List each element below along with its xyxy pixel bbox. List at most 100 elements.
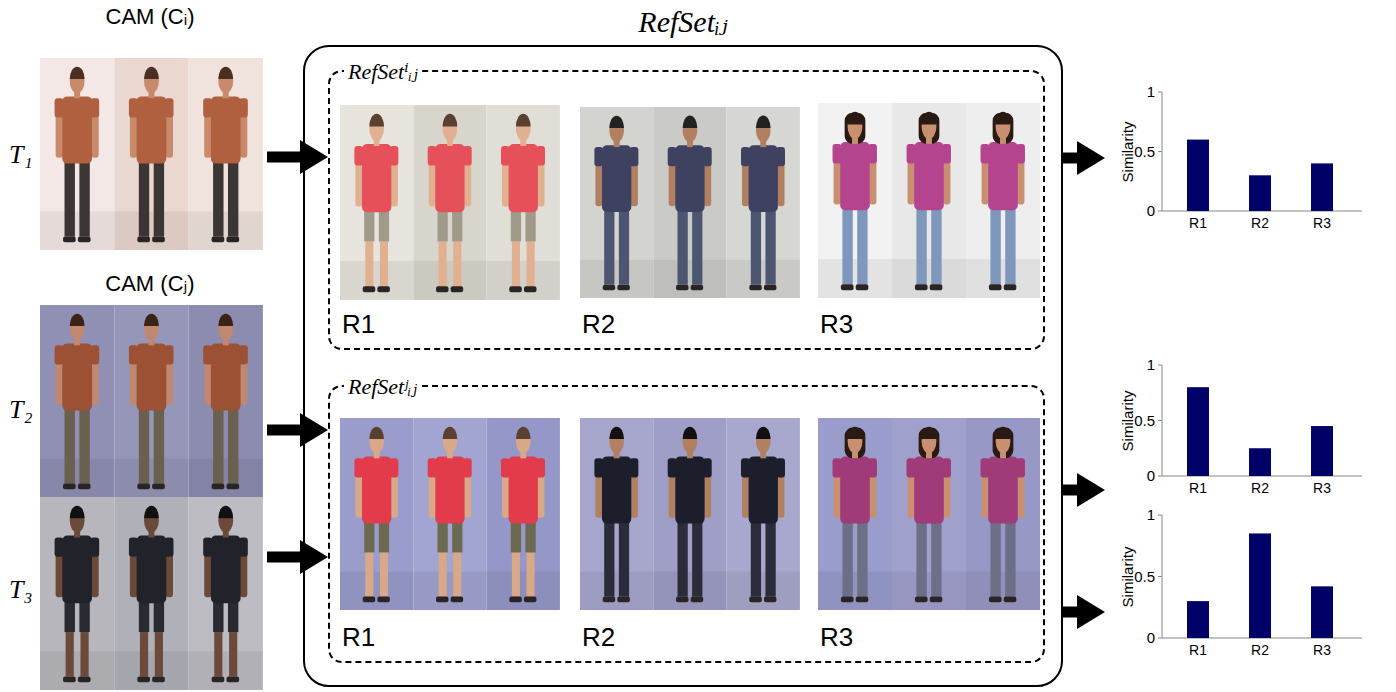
leg (155, 632, 163, 676)
bar (1311, 163, 1333, 211)
shoe (930, 284, 943, 290)
hair (609, 116, 624, 128)
photo-floor (727, 572, 800, 610)
hair (218, 506, 233, 519)
shoe (363, 286, 375, 292)
shoe (451, 286, 463, 292)
axis-label: 0.5 (1134, 143, 1155, 160)
axis-label: R1 (1189, 480, 1207, 496)
shoe (764, 597, 776, 603)
hair (218, 314, 233, 326)
hair (756, 116, 771, 128)
shoe (436, 597, 448, 603)
trousers (379, 520, 389, 553)
trousers (139, 160, 149, 237)
hair (996, 427, 1011, 439)
bar-chart (1158, 365, 1362, 476)
leg (439, 242, 447, 287)
shirt (602, 145, 631, 212)
photo-frame (966, 418, 1040, 610)
shoe (691, 285, 703, 291)
y-tick (1158, 420, 1162, 421)
trousers (139, 599, 149, 632)
pedestrian-photo (40, 58, 114, 250)
hair (516, 427, 531, 439)
hair (922, 427, 937, 439)
photo-frame (189, 305, 263, 497)
hair (609, 427, 624, 439)
block-arrow (267, 425, 308, 436)
sleeve (668, 147, 677, 166)
shoe (436, 286, 448, 292)
pedestrian-photo (653, 107, 726, 298)
photo-floor (413, 572, 486, 610)
leg (380, 242, 388, 287)
pedestrian-photo (40, 497, 114, 690)
photo-floor (580, 572, 653, 610)
photo-frame (413, 105, 486, 300)
photo-strip (580, 418, 800, 610)
pedestrian-photo (966, 103, 1040, 298)
node-label: RefSetʲᵢⱼ (344, 374, 421, 399)
shirt (137, 343, 167, 410)
leg (80, 632, 88, 676)
axis-label: R3 (1313, 480, 1331, 496)
camera-track: T₁ (5, 55, 267, 252)
axis-label: 1 (1147, 356, 1155, 373)
axis-label: R1 (1189, 642, 1207, 658)
sleeve (741, 458, 750, 477)
y-tick (1158, 515, 1162, 516)
block-arrow (1063, 607, 1085, 618)
photo-frame (892, 418, 966, 610)
shirt (435, 456, 464, 523)
trousers (213, 160, 223, 237)
similarity-chart: Similarity10.50R1R2R3 (1105, 355, 1390, 502)
trousers (751, 208, 761, 284)
shoe (226, 237, 239, 243)
photo-floor (892, 572, 966, 610)
trousers (154, 407, 164, 484)
photo-frame (114, 58, 188, 250)
sleeve (981, 458, 990, 477)
shoe (524, 286, 536, 292)
shirt (749, 456, 778, 523)
trousers (228, 599, 238, 632)
photo-strip (340, 105, 560, 300)
axis-label: R2 (1251, 215, 1269, 231)
sleeve (55, 345, 64, 364)
photo-frame (189, 58, 263, 250)
leg (453, 242, 461, 287)
hair (70, 314, 85, 326)
trousers (379, 208, 389, 241)
photo-floor (40, 212, 114, 250)
photo-frame (727, 418, 800, 610)
photo-floor (487, 261, 560, 300)
trousers (228, 160, 238, 237)
trousers (1005, 520, 1015, 597)
leg (365, 552, 373, 596)
shoe (617, 597, 629, 603)
camera-track: T₃ (5, 497, 267, 691)
trousers (65, 599, 75, 632)
block-arrow (1063, 153, 1085, 164)
shoe (856, 597, 869, 603)
shoe (212, 484, 225, 490)
trousers (931, 206, 941, 284)
pedestrian-photo (189, 58, 263, 250)
axis-label: 1 (1147, 506, 1155, 523)
pedestrian-photo (892, 418, 966, 610)
shirt (914, 456, 944, 523)
photo-strip (40, 58, 263, 250)
y-tick (1158, 638, 1162, 639)
photo-frame (40, 58, 114, 250)
reference-id: R3 (820, 310, 853, 340)
shoe (226, 676, 239, 682)
hair (845, 113, 866, 144)
shoe (63, 484, 76, 490)
leg (512, 552, 520, 596)
hair (683, 427, 698, 439)
trousers (79, 407, 89, 484)
photo-frame (727, 107, 800, 298)
shirt (62, 343, 92, 410)
bar (1249, 175, 1271, 211)
